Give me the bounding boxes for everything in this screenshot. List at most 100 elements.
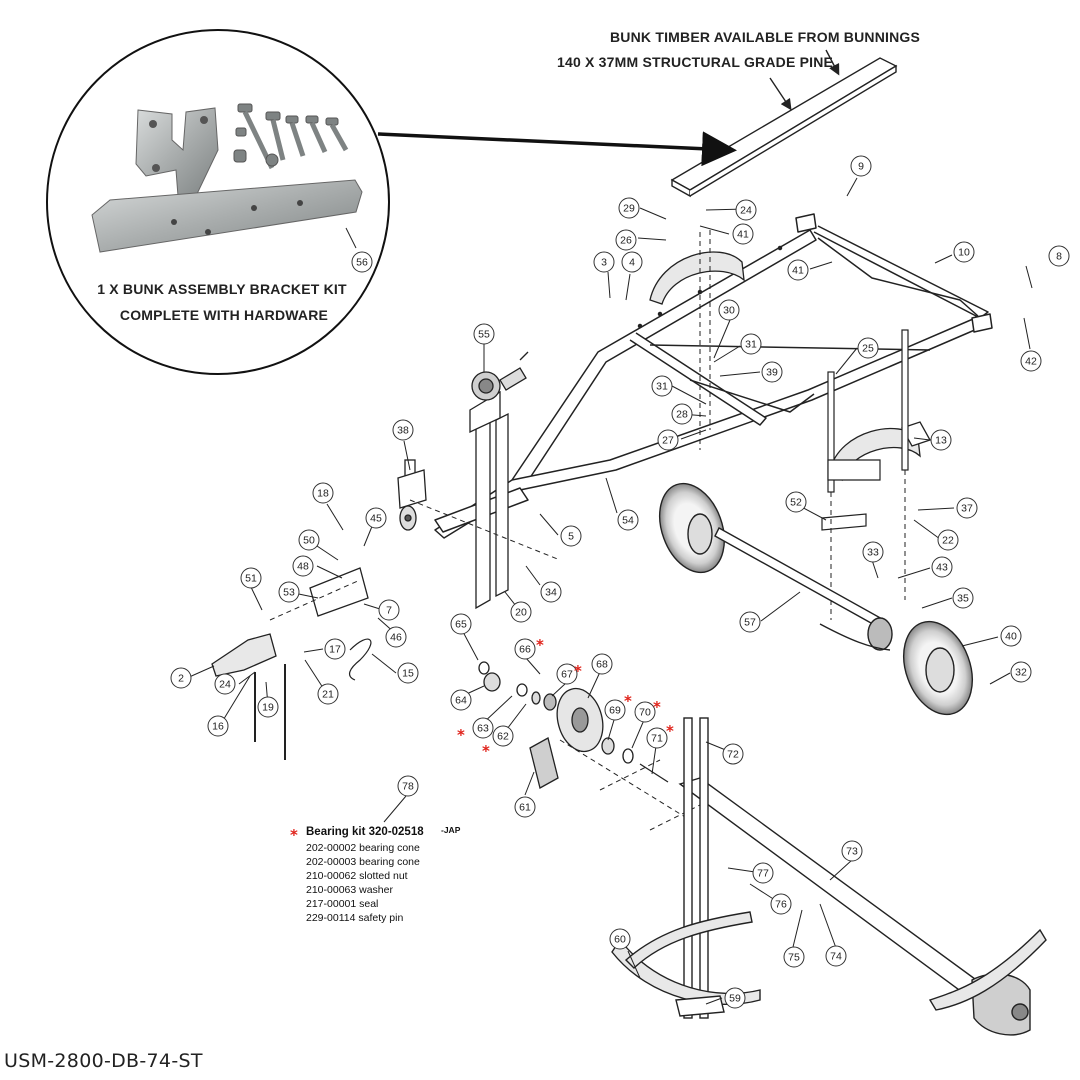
callout-61: 61 <box>514 796 536 818</box>
callout-number: 13 <box>935 435 947 447</box>
bearing-kit-suffix: -JAP <box>441 825 461 835</box>
callout-66: 66 <box>514 638 536 660</box>
callout-number: 70 <box>639 707 651 719</box>
callout-70: 70 <box>634 701 656 723</box>
callout-64: 64 <box>450 689 472 711</box>
callout-circle <box>937 529 959 551</box>
bearing-kit-markers: * * * * * * * <box>457 636 674 760</box>
red-star-marker: * <box>457 726 465 744</box>
callout-55: 55 <box>473 323 495 345</box>
hardware-photo <box>233 103 349 170</box>
callout-53: 53 <box>278 581 300 603</box>
callout-circle <box>397 662 419 684</box>
callout-number: 57 <box>744 617 756 629</box>
callout-number: 67 <box>561 669 573 681</box>
callout-circle <box>514 638 536 660</box>
callout-circle <box>556 663 578 685</box>
callout-number: 50 <box>303 535 315 547</box>
callout-circle <box>170 667 192 689</box>
callout-number: 32 <box>1015 667 1027 679</box>
callout-number: 41 <box>737 229 749 241</box>
callout-circle <box>618 197 640 219</box>
callout-63: 63 <box>472 717 494 739</box>
bunk-timber-annotation: BUNK TIMBER AVAILABLE FROM BUNNINGS 140 … <box>557 29 920 111</box>
callout-3: 3 <box>593 251 615 273</box>
callout-number: 72 <box>727 749 739 761</box>
red-star-marker: * <box>574 662 582 680</box>
red-star-marker: * <box>653 698 661 716</box>
callout-number: 4 <box>629 257 635 269</box>
callout-number: 27 <box>662 435 674 447</box>
callout-69: 69 <box>604 699 626 721</box>
callout-72: 72 <box>722 743 744 765</box>
callout-circle <box>298 529 320 551</box>
callout-51: 51 <box>240 567 262 589</box>
callout-circle <box>724 987 746 1009</box>
callout-circle <box>953 241 975 263</box>
trailer-frame <box>434 213 993 539</box>
callout-2: 2 <box>170 667 192 689</box>
callout-circle <box>278 581 300 603</box>
callout-50: 50 <box>298 529 320 551</box>
callout-8: 8 <box>1048 245 1070 267</box>
callout-number: 28 <box>676 409 688 421</box>
callout-19: 19 <box>257 696 279 718</box>
callout-circle <box>1000 625 1022 647</box>
red-star-marker: * <box>536 636 544 654</box>
callout-number: 21 <box>322 689 334 701</box>
callout-number: 65 <box>455 619 467 631</box>
callout-circle <box>472 717 494 739</box>
bearing-kit-item: 202-00002 bearing cone <box>306 842 420 854</box>
callout-number: 24 <box>740 205 752 217</box>
callout-number: 10 <box>958 247 970 259</box>
callout-circle <box>722 743 744 765</box>
callout-number: 2 <box>178 673 184 685</box>
callout-number: 78 <box>402 781 414 793</box>
callout-42: 42 <box>1020 350 1042 372</box>
callout-21: 21 <box>317 683 339 705</box>
callout-54: 54 <box>617 509 639 531</box>
callout-number: 22 <box>942 535 954 547</box>
red-star-marker: * <box>624 692 632 710</box>
callout-15: 15 <box>397 662 419 684</box>
bearing-kit-item: 217-00001 seal <box>306 898 378 910</box>
callout-circle <box>312 482 334 504</box>
callout-73: 73 <box>841 840 863 862</box>
callout-circle <box>862 541 884 563</box>
callout-22: 22 <box>937 529 959 551</box>
callout-71: 71 <box>646 727 668 749</box>
callout-75: 75 <box>783 946 805 968</box>
callout-number: 68 <box>596 659 608 671</box>
callout-43: 43 <box>931 556 953 578</box>
callout-number: 55 <box>478 329 490 341</box>
callout-circle <box>351 251 373 273</box>
callout-circle <box>761 361 783 383</box>
callout-number: 54 <box>622 515 634 527</box>
red-star-marker: * <box>290 826 298 844</box>
callout-number: 34 <box>545 587 557 599</box>
callout-18: 18 <box>312 482 334 504</box>
callout-circle <box>1010 661 1032 683</box>
callout-number: 20 <box>515 607 527 619</box>
callout-46: 46 <box>385 626 407 648</box>
callout-number: 56 <box>356 257 368 269</box>
red-star-marker: * <box>666 722 674 740</box>
axle-and-wheels <box>659 482 973 716</box>
callout-68: 68 <box>591 653 613 675</box>
callout-circle <box>450 689 472 711</box>
callout-circle <box>657 429 679 451</box>
callout-17: 17 <box>324 638 346 660</box>
callout-38: 38 <box>392 419 414 441</box>
callout-circle <box>617 509 639 531</box>
callout-59: 59 <box>724 987 746 1009</box>
callout-number: 17 <box>329 644 341 656</box>
callout-circle <box>324 638 346 660</box>
callout-circle <box>450 613 472 635</box>
callout-number: 53 <box>283 587 295 599</box>
callout-circle <box>931 556 953 578</box>
callout-circle <box>785 491 807 513</box>
callout-34: 34 <box>540 581 562 603</box>
callout-number: 73 <box>846 846 858 858</box>
callout-number: 38 <box>397 425 409 437</box>
callout-number: 61 <box>519 802 531 814</box>
